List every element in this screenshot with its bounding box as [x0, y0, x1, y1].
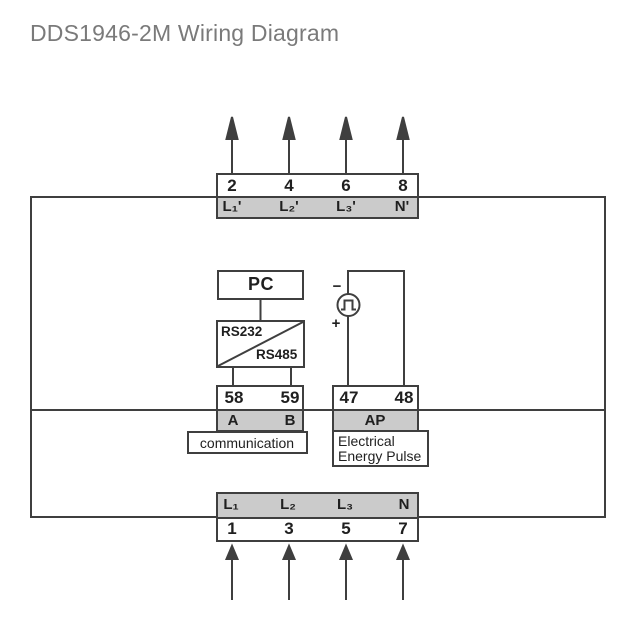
comm-terminal-number-59: 59 [280, 388, 300, 407]
bottom-terminal-block [216, 492, 419, 542]
top-terminal-number-6: 6 [341, 176, 351, 195]
top-terminal-label-l3: L₃' [336, 198, 356, 215]
top-terminal-label-l2: L₂' [279, 198, 299, 215]
comm-terminal-number-58: 58 [224, 388, 244, 407]
pulse-polarity-plus: + [331, 315, 341, 332]
bottom-terminal-label-l2: L₂ [280, 496, 296, 513]
pulse-terminal-block [332, 385, 419, 432]
top-terminal-number-2: 2 [227, 176, 237, 195]
rs232-rs485-converter-box [216, 320, 305, 368]
top-output-arrows [225, 116, 410, 174]
communication-caption: communication [199, 435, 295, 451]
top-terminal-number-4: 4 [284, 176, 294, 195]
bottom-terminal-number-3: 3 [284, 519, 294, 538]
bottom-terminal-label-l1: L₁ [223, 496, 239, 513]
comm-terminal-label-b: B [284, 412, 296, 429]
bottom-input-arrows [224, 543, 411, 600]
bottom-terminal-number-7: 7 [398, 519, 408, 538]
pulse-source-icon [336, 293, 361, 317]
communication-caption-box [187, 431, 308, 454]
rs485-label: RS485 [256, 347, 298, 362]
communication-terminal-block [216, 385, 304, 432]
pulse-terminal-label-ap: AP [364, 412, 386, 429]
pulse-polarity-minus: − [332, 278, 342, 295]
pulse-caption-box [332, 430, 429, 467]
pulse-circuit-wires [347, 270, 405, 386]
top-terminal-label-n: N' [394, 198, 410, 215]
bottom-terminal-label-l3: L₃ [336, 496, 354, 513]
pulse-caption-line2: Energy Pulse [338, 448, 422, 464]
top-terminal-number-8: 8 [398, 176, 408, 195]
converter-terminal-wires [232, 367, 292, 386]
bottom-terminal-number-5: 5 [341, 519, 351, 538]
meter-outline [30, 196, 606, 518]
pulse-terminal-number-47: 47 [339, 388, 359, 407]
bottom-terminal-label-n: N [398, 496, 410, 513]
pulse-caption-line1: Electrical [338, 433, 395, 449]
top-terminal-label-l1: L₁' [222, 198, 242, 215]
bottom-terminal-number-1: 1 [227, 519, 237, 538]
pc-label: PC [247, 274, 275, 294]
page-title: DDS1946-2M Wiring Diagram [30, 20, 340, 46]
top-terminal-block [216, 173, 419, 219]
comm-terminal-label-a: A [227, 412, 239, 429]
pulse-terminal-number-48: 48 [394, 388, 414, 407]
rs232-label: RS232 [221, 324, 263, 339]
